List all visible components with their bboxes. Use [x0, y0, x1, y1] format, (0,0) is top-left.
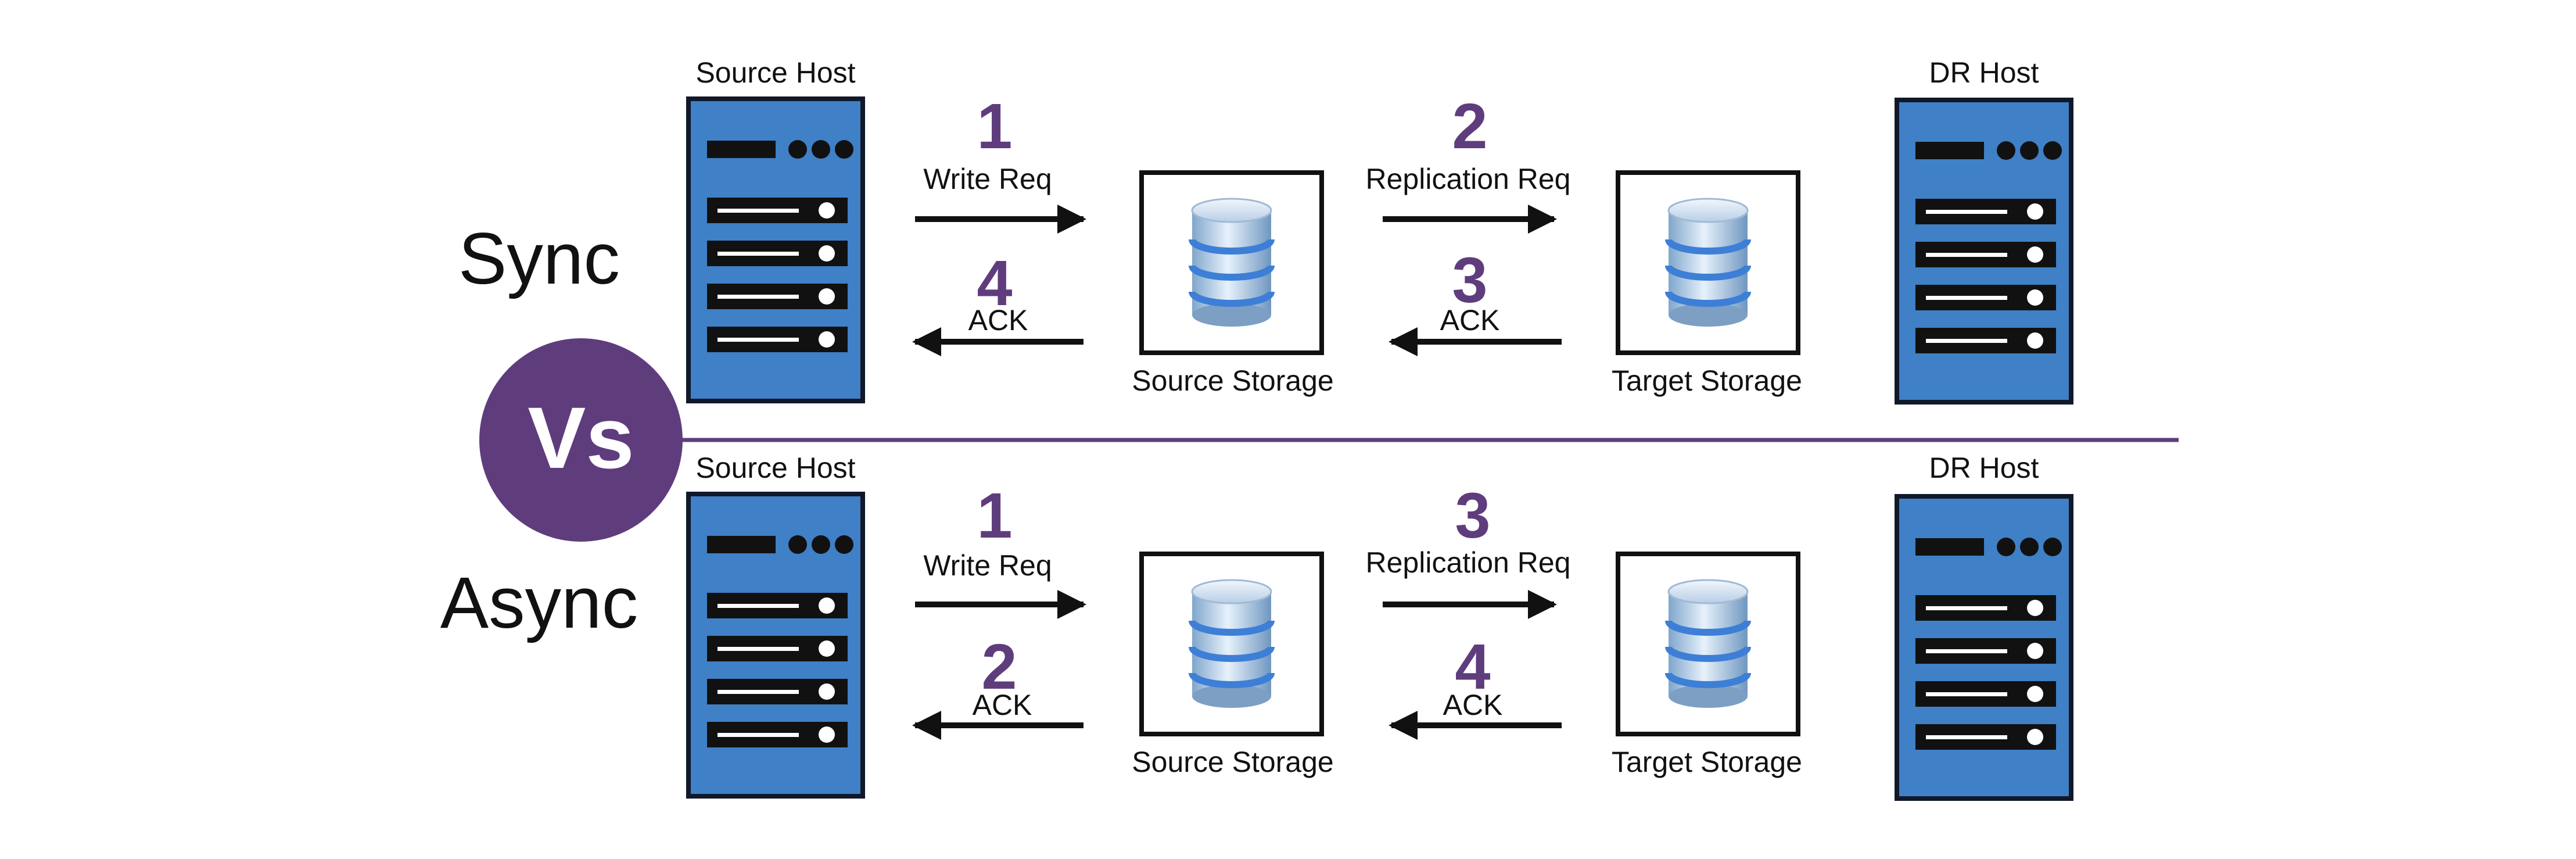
sync-source-ack-step: 4 — [977, 248, 1012, 319]
async-title: Async — [440, 563, 638, 643]
sync-dr-host-label: DR Host — [1929, 56, 2039, 89]
async-dr-host-label: DR Host — [1929, 452, 2039, 484]
async-replication-req-label: Replication Req — [1366, 546, 1571, 579]
async-write-req-label: Write Req — [923, 549, 1052, 582]
sync-dr-host-server-icon — [1897, 100, 2071, 402]
sync-target-storage-database-icon — [1669, 199, 1748, 327]
sync-replication-req-label: Replication Req — [1366, 163, 1571, 195]
vs-badge-label: Vs — [528, 389, 634, 486]
sync-row: Source Host DR Host Source Storage Targe… — [688, 56, 2071, 402]
async-replication-req-step: 3 — [1455, 480, 1490, 552]
sync-source-host-label: Source Host — [695, 56, 855, 89]
async-dr-host-server-icon — [1897, 496, 2071, 799]
async-source-storage-database-icon — [1192, 580, 1271, 708]
async-row: Source Host DR Host Source Storage Targe… — [688, 452, 2071, 799]
sync-source-storage-database-icon — [1192, 199, 1271, 327]
sync-source-ack-label: ACK — [968, 304, 1028, 337]
sync-target-ack-label: ACK — [1440, 304, 1500, 337]
sync-replication-req-step: 2 — [1452, 91, 1487, 162]
sync-write-req-step: 1 — [977, 91, 1012, 162]
async-source-ack-label: ACK — [973, 689, 1032, 721]
async-write-req-step: 1 — [977, 480, 1012, 552]
async-source-ack-step: 2 — [981, 631, 1017, 703]
vs-badge — [479, 338, 683, 542]
async-target-storage-database-icon — [1669, 580, 1748, 708]
sync-write-req-label: Write Req — [923, 163, 1052, 195]
async-target-ack-step: 4 — [1455, 631, 1490, 703]
async-target-storage-label: Target Storage — [1612, 746, 1802, 778]
sync-title: Sync — [458, 219, 620, 299]
sync-source-storage-label: Source Storage — [1132, 364, 1333, 397]
sync-target-ack-step: 3 — [1452, 245, 1487, 316]
sync-target-storage-label: Target Storage — [1612, 364, 1802, 397]
async-source-storage-label: Source Storage — [1132, 746, 1333, 778]
sync-source-host-server-icon — [688, 99, 863, 401]
async-source-host-server-icon — [688, 494, 863, 796]
async-target-ack-label: ACK — [1443, 689, 1503, 721]
async-source-host-label: Source Host — [695, 452, 855, 484]
